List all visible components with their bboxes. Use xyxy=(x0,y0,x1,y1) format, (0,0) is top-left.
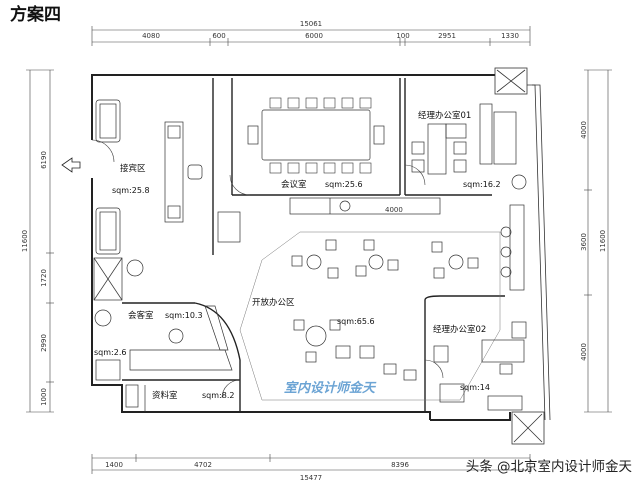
window-wall xyxy=(494,67,551,445)
dim-top-1: 4080 xyxy=(142,32,160,40)
watermark: 室内设计师金天 xyxy=(284,380,377,396)
room-area-manager-02: sqm:14 xyxy=(460,383,490,392)
door-swings xyxy=(91,139,444,399)
meeting-table xyxy=(247,109,385,161)
dim-top-3: 6000 xyxy=(305,32,323,40)
dim-top-2: 600 xyxy=(212,32,225,40)
interior-walls xyxy=(122,78,505,412)
credit-text: 头条 @北京室内设计师金天 xyxy=(465,459,632,475)
room-name-manager-02: 经理办公室02 xyxy=(433,324,486,335)
dim-bottom-1: 1400 xyxy=(105,461,123,469)
dim-top-total: 15061 xyxy=(300,20,322,28)
cabinet-row xyxy=(500,204,525,291)
dim-left-3: 2990 xyxy=(40,334,48,352)
room-area-guest: sqm:10.3 xyxy=(165,311,203,320)
reception-furniture xyxy=(93,99,241,327)
dim-right-2: 3600 xyxy=(580,233,588,251)
room-name-reception: 接宾区 xyxy=(120,163,146,174)
room-area-archive: sqm:8.2 xyxy=(202,391,234,400)
dim-interior: 4000 xyxy=(385,206,403,214)
open-office-grid xyxy=(239,231,501,401)
room-area-reception: sqm:25.8 xyxy=(112,186,150,195)
dim-bottom-total: 15477 xyxy=(300,474,322,482)
entrance-arrow-icon xyxy=(61,157,81,173)
room-area-corridor: sqm:2.6 xyxy=(94,348,126,357)
room-name-guest: 会客室 xyxy=(128,310,154,321)
dim-left-total: 11600 xyxy=(21,230,29,252)
dim-left-2: 1720 xyxy=(40,269,48,287)
dim-bottom-3: 8396 xyxy=(391,461,409,469)
dimension-lines xyxy=(26,26,612,474)
manager-office-02-furniture xyxy=(433,321,527,411)
room-area-open-office: sqm:65.6 xyxy=(337,317,375,326)
guest-room-furniture xyxy=(95,305,233,412)
outer-walls xyxy=(91,74,511,421)
manager-office-01-furniture xyxy=(411,103,527,190)
dim-top-4: 100 xyxy=(396,32,409,40)
dim-bottom-2: 4702 xyxy=(194,461,212,469)
dim-left-4: 1000 xyxy=(40,388,48,406)
room-name-archive: 资料室 xyxy=(152,390,178,401)
room-area-manager-01: sqm:16.2 xyxy=(463,180,501,189)
room-area-meeting: sqm:25.6 xyxy=(325,180,363,189)
room-name-meeting: 会议室 xyxy=(281,179,307,190)
dim-right-total: 11600 xyxy=(599,230,607,252)
room-name-open-office: 开放办公区 xyxy=(252,297,295,308)
workstation-clusters xyxy=(291,239,479,381)
meeting-chairs xyxy=(269,97,372,174)
dim-right-3: 4000 xyxy=(580,343,588,361)
room-name-manager-01: 经理办公室01 xyxy=(418,110,471,121)
meeting-room-cabinet xyxy=(289,197,441,215)
dim-left-1: 6190 xyxy=(40,151,48,169)
dim-top-6: 1330 xyxy=(501,32,519,40)
plan-title: 方案四 xyxy=(10,5,61,25)
dim-top-5: 2951 xyxy=(438,32,456,40)
dim-right-1: 4000 xyxy=(580,121,588,139)
